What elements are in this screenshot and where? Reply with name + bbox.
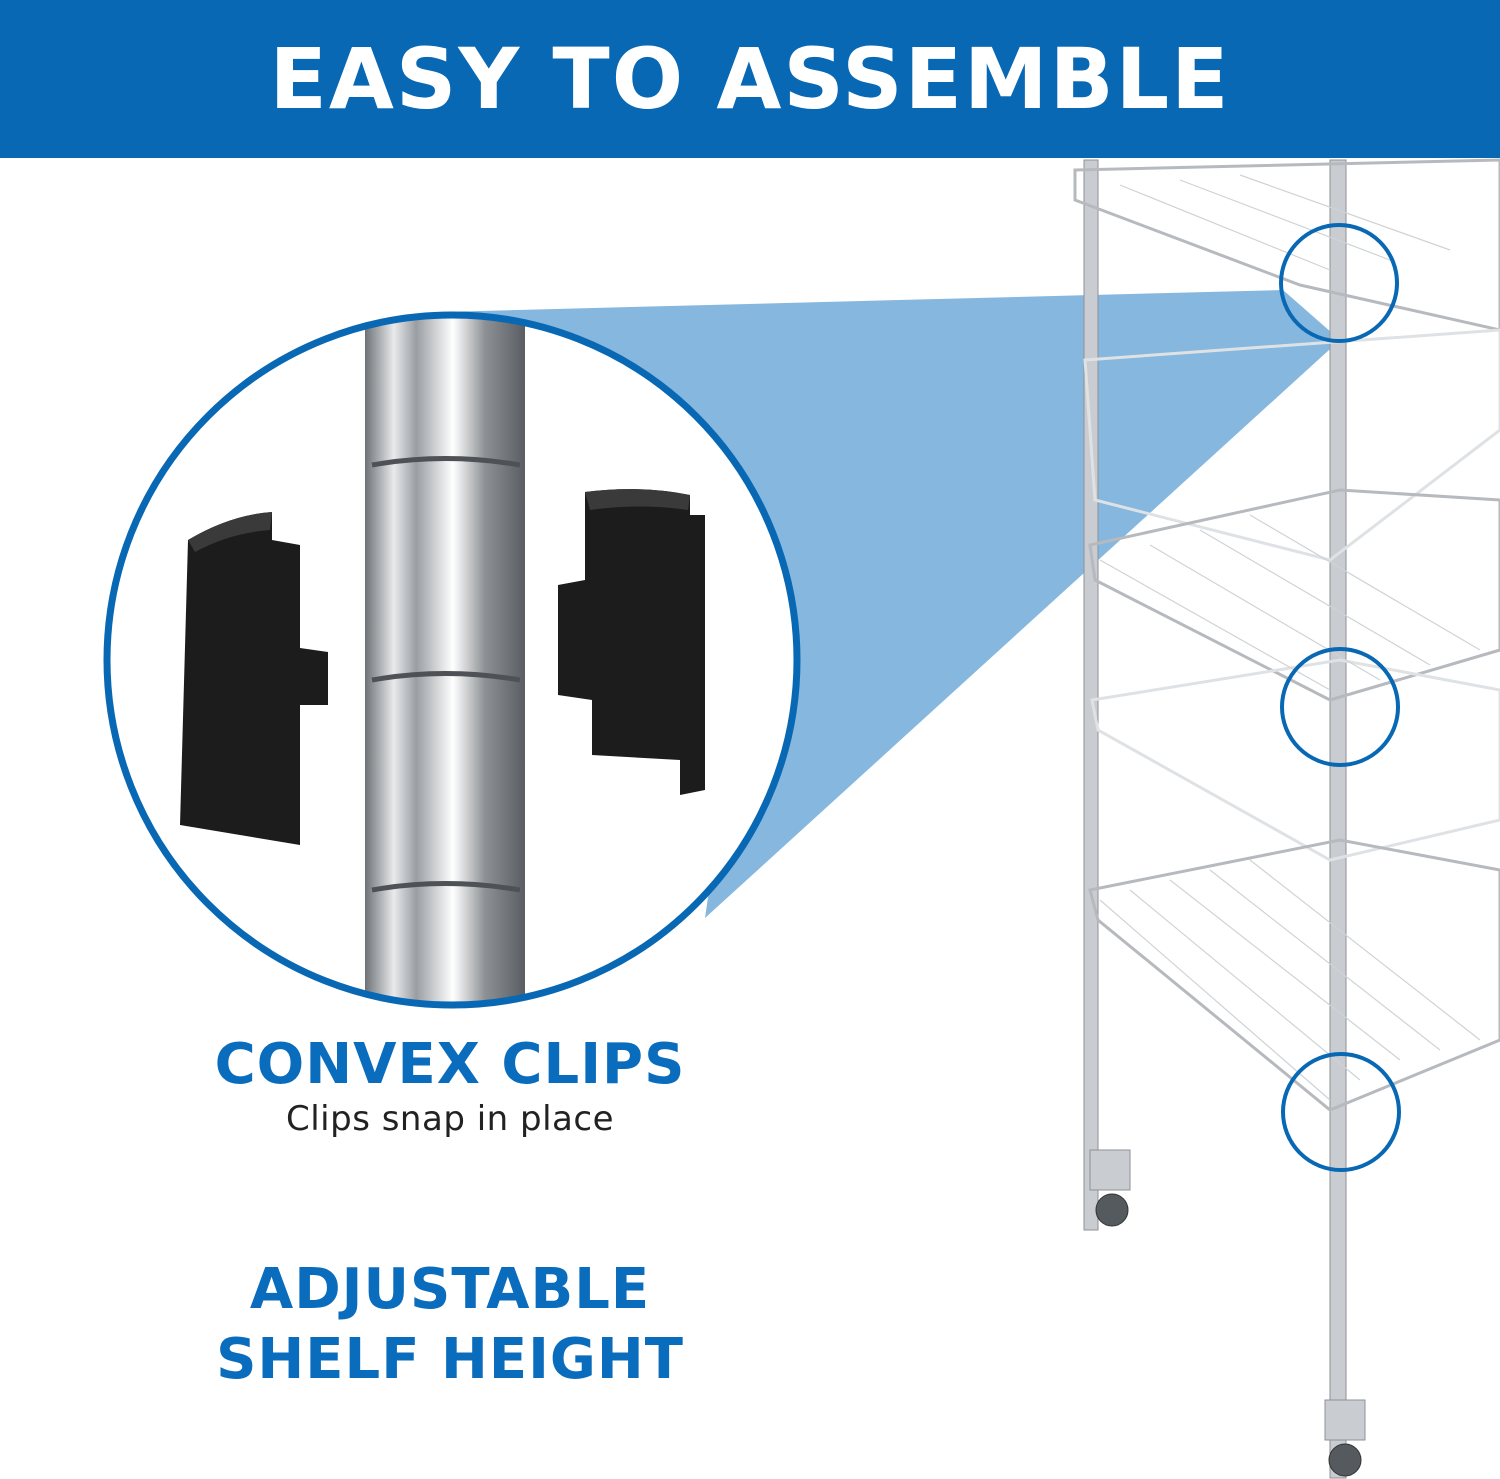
adjustable-title-line2: SHELF HEIGHT (216, 1327, 684, 1392)
magnifier-circle-icon (1279, 223, 1399, 343)
magnifier-circle-icon (1281, 1052, 1401, 1172)
clip-icon (558, 489, 705, 795)
banner-title: EASY TO ASSEMBLE (269, 30, 1231, 128)
convex-clips-title: CONVEX CLIPS (214, 1032, 686, 1097)
shelf-rack-icon (1073, 158, 1500, 1479)
adjustable-height-callout: ADJUSTABLE SHELF HEIGHT (100, 1255, 800, 1395)
header-banner (0, 0, 1500, 158)
clip-icon (180, 512, 328, 845)
convex-clips-subtitle: Clips snap in place (285, 1099, 614, 1139)
convex-clips-callout: CONVEX CLIPS Clips snap in place (100, 1032, 800, 1139)
magnifier-circle-icon (1280, 647, 1400, 767)
caster-wheel-icon (1095, 1193, 1129, 1227)
adjustable-title-line1: ADJUSTABLE (249, 1257, 651, 1322)
caster-wheel-icon (1328, 1443, 1362, 1477)
